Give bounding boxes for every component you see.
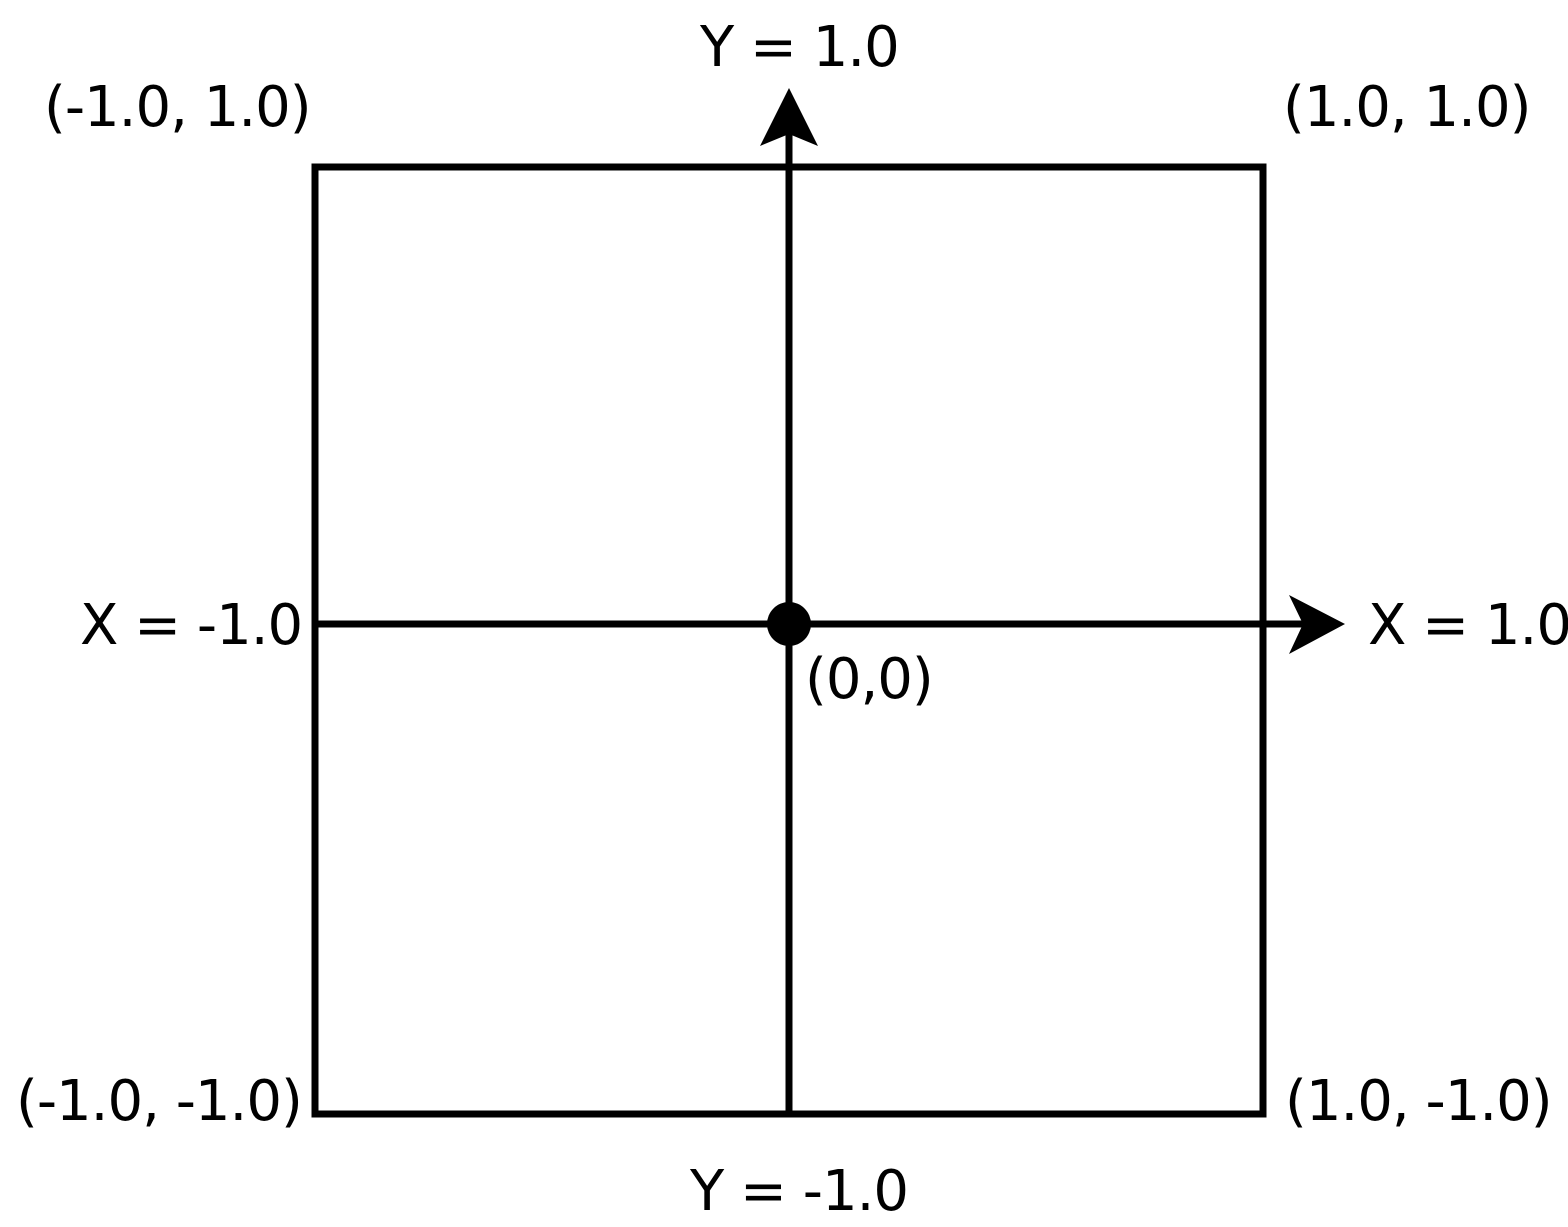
label-corner-bottom-right: (1.0, -1.0) bbox=[1285, 1069, 1553, 1134]
label-corner-top-right: (1.0, 1.0) bbox=[1283, 75, 1531, 140]
label-y-bottom: Y = -1.0 bbox=[690, 1159, 909, 1224]
label-x-left: X = -1.0 bbox=[80, 593, 303, 658]
label-y-top: Y = 1.0 bbox=[700, 15, 900, 80]
y-axis-arrowhead-icon bbox=[760, 88, 818, 146]
label-corner-bottom-left: (-1.0, -1.0) bbox=[16, 1069, 303, 1134]
label-x-right: X = 1.0 bbox=[1368, 593, 1568, 658]
x-axis-arrowhead-icon bbox=[1289, 595, 1345, 654]
label-origin: (0,0) bbox=[805, 647, 934, 712]
origin-point bbox=[767, 602, 811, 646]
label-corner-top-left: (-1.0, 1.0) bbox=[44, 75, 312, 140]
